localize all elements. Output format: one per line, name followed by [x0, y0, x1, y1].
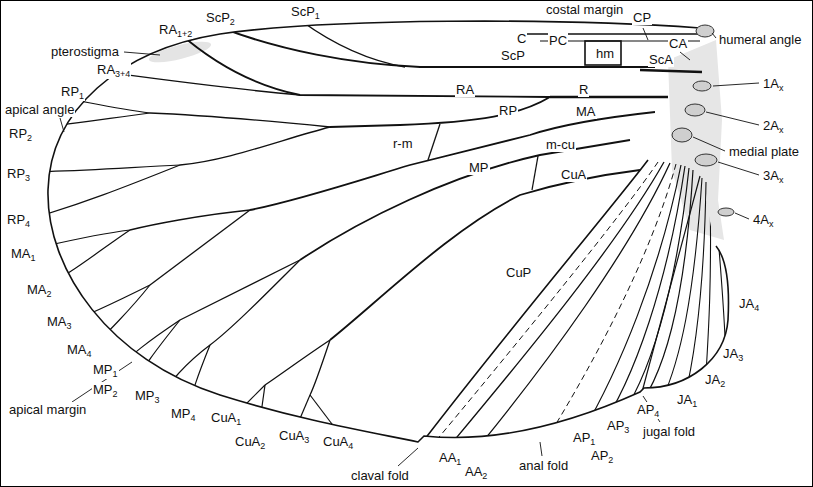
veins: [20, 20, 726, 455]
region-label: anal fold: [518, 458, 569, 473]
vein-label: RP1: [60, 84, 85, 101]
region-label: medial plate: [728, 144, 800, 159]
region-label: costal margin: [545, 2, 624, 17]
vein-label: RP3: [6, 166, 31, 183]
vein-label: AA1: [438, 450, 462, 467]
vein-label: RA: [455, 82, 475, 97]
sclerites: [672, 25, 734, 216]
vein-label: AA2: [464, 464, 488, 481]
vein-label: MP3: [134, 388, 161, 405]
vein-label: 4Ax: [752, 212, 774, 229]
vein-label: RP4: [6, 212, 31, 229]
vein-label: PC: [548, 33, 568, 48]
vein-label: ScP1: [290, 4, 321, 21]
region-label: jugal fold: [642, 424, 696, 439]
vein-label: RP2: [8, 126, 33, 143]
vein-label: MP2: [92, 382, 119, 399]
vein-label: MP4: [170, 406, 197, 423]
vein-label: C: [516, 31, 527, 46]
vein-label: AP2: [590, 448, 614, 465]
vein-label: CA: [668, 36, 688, 51]
vein-label: pterostigma: [50, 44, 120, 59]
vein-label: MP: [468, 160, 490, 175]
vein-label: RA1+2: [158, 22, 193, 39]
leader-lines: [60, 28, 759, 466]
vein-label: MA4: [66, 342, 93, 359]
vein-label: ScA: [648, 52, 674, 67]
wing-outline: [48, 21, 729, 442]
vein-label: AP1: [572, 430, 596, 447]
vein-label: ScP2: [205, 10, 236, 27]
vein-label: CuA2: [234, 434, 266, 451]
vein-label: MA1: [10, 246, 37, 263]
vein-label: CuA4: [322, 434, 354, 451]
vein-label: ScP: [500, 48, 526, 63]
vein-label: CuP: [505, 265, 532, 280]
vein-label: CuA1: [210, 410, 242, 427]
vein-label: RA3+4: [96, 62, 131, 79]
vein-label: MA3: [46, 314, 73, 331]
vein-label: 1Ax: [762, 76, 784, 93]
vein-label: JA4: [738, 296, 760, 313]
region-label: apical margin: [8, 402, 87, 417]
vein-label: m-cu: [545, 137, 576, 152]
region-label: claval fold: [350, 468, 410, 483]
vein-label: CuA: [560, 167, 587, 182]
vein-label: MP1: [92, 362, 119, 379]
vein-label: CuA3: [278, 428, 310, 445]
vein-label: JA2: [704, 372, 726, 389]
vein-label: 3Ax: [762, 168, 784, 185]
vein-label: R: [578, 82, 589, 97]
vein-label: MA2: [26, 282, 53, 299]
vein-label: AP4: [636, 402, 660, 419]
vein-label: r-m: [392, 136, 414, 151]
vein-label: CP: [632, 10, 652, 25]
vein-label: AP3: [606, 418, 630, 435]
vein-label: JA3: [722, 346, 744, 363]
region-label: humeral angle: [718, 32, 802, 47]
vein-label: RP: [498, 103, 518, 118]
vein-label: 2Ax: [762, 118, 784, 135]
vein-label: MA: [575, 104, 597, 119]
region-label: apical angle: [4, 102, 75, 117]
vein-label: hm: [595, 46, 615, 61]
vein-label: JA1: [676, 392, 698, 409]
